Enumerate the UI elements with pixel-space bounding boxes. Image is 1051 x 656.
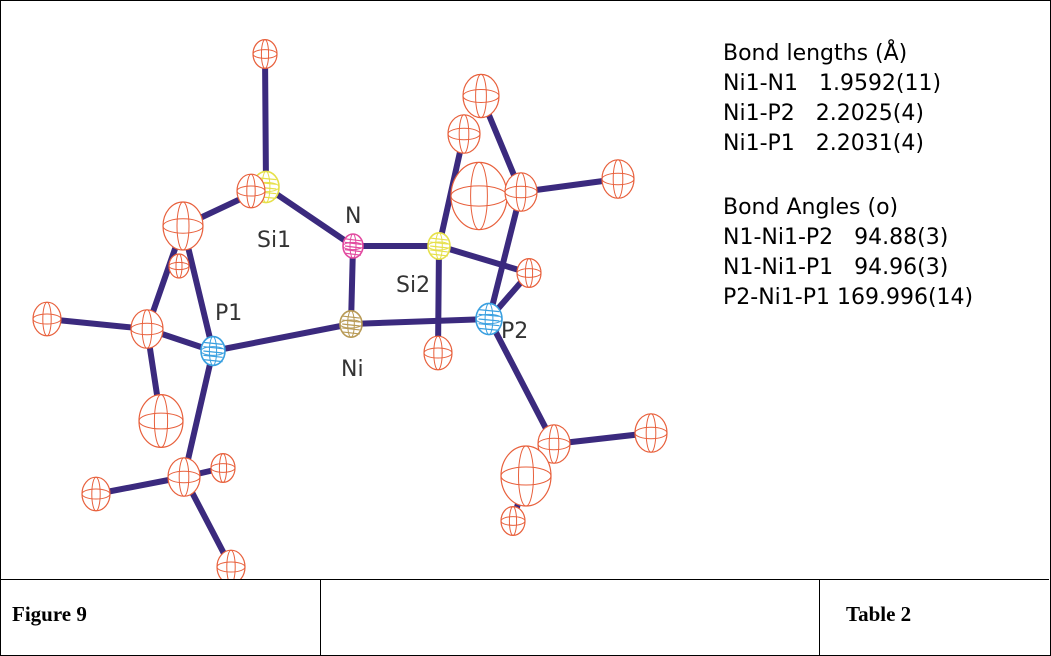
atom-c21 bbox=[500, 445, 552, 507]
atom-c17 bbox=[516, 258, 542, 289]
atom-c7 bbox=[138, 394, 184, 449]
atom-c12 bbox=[462, 73, 500, 119]
bond-si2-c17 bbox=[436, 243, 532, 276]
atom-label-ni: Ni bbox=[341, 357, 364, 382]
bond-length-row: Ni1-N1 1.9592(11) bbox=[723, 71, 942, 96]
bond-lengths-heading: Bond lengths (Å) bbox=[723, 41, 908, 66]
bond-ni-p1 bbox=[210, 321, 354, 354]
atom-c22 bbox=[500, 506, 526, 537]
bond-si2-c18 bbox=[435, 243, 442, 356]
atom-c8 bbox=[167, 457, 201, 497]
table-label: Table 2 bbox=[846, 602, 912, 626]
bond-si1-c1 bbox=[262, 51, 269, 190]
bond-p2-c15 bbox=[486, 189, 524, 322]
atom-c18 bbox=[423, 335, 453, 371]
atom-c15 bbox=[504, 172, 538, 212]
atom-label-si2: Si2 bbox=[396, 273, 430, 298]
atom-label-p1: P1 bbox=[215, 301, 242, 326]
atom-c11 bbox=[216, 549, 246, 579]
caption-row: Figure 9 Table 2 bbox=[0, 579, 1049, 656]
bond-p2-c19 bbox=[486, 316, 557, 447]
bond-data-table: Bond lengths (Å) Ni1-N1 1.9592(11) Ni1-P… bbox=[723, 39, 973, 313]
atom-p1 bbox=[200, 335, 226, 367]
atom-c3 bbox=[162, 201, 204, 251]
atom-layer bbox=[32, 38, 668, 579]
bond-length-row: Ni1-P2 2.2025(4) bbox=[723, 101, 924, 126]
molecular-structure-figure: Si1 N Si2 P1 P2 Ni Bond lengths (Å) Ni1-… bbox=[1, 1, 1050, 579]
table-caption-cell: Table 2 bbox=[820, 580, 1049, 656]
bond-angles-heading: Bond Angles (o) bbox=[723, 195, 899, 220]
atom-p2 bbox=[475, 302, 503, 336]
bond-angle-row: N1-Ni1-P2 94.88(3) bbox=[723, 225, 949, 250]
atom-c14 bbox=[450, 161, 508, 231]
atom-c13 bbox=[447, 114, 481, 154]
atom-si2 bbox=[427, 232, 451, 261]
atom-c19 bbox=[537, 424, 571, 464]
atom-label-p2: P2 bbox=[501, 319, 528, 344]
atom-label-si1: Si1 bbox=[257, 228, 291, 253]
bond-angle-row: N1-Ni1-P1 94.96(3) bbox=[723, 255, 949, 280]
atom-n bbox=[342, 233, 364, 259]
atom-c6 bbox=[32, 301, 62, 337]
atom-c10 bbox=[210, 453, 236, 484]
bond-si1-n bbox=[263, 184, 356, 249]
ortep-diagram: Si1 N Si2 P1 P2 Ni bbox=[32, 38, 668, 579]
atom-ni bbox=[339, 309, 363, 338]
atom-c4 bbox=[168, 253, 190, 279]
atom-c2 bbox=[236, 173, 266, 209]
atom-c9 bbox=[81, 476, 111, 512]
bond-p1-c8 bbox=[181, 348, 216, 480]
atom-c5 bbox=[130, 309, 164, 349]
bond-ni-p2 bbox=[348, 316, 492, 327]
middle-caption-cell bbox=[321, 580, 820, 656]
bond-angle-row: P2-Ni1-P1 169.996(14) bbox=[723, 285, 974, 310]
atom-c16 bbox=[601, 159, 635, 199]
atom-label-n: N bbox=[345, 204, 361, 229]
figure-label: Figure 9 bbox=[12, 602, 87, 626]
figure-caption-cell: Figure 9 bbox=[0, 580, 321, 656]
bond-length-row: Ni1-P1 2.2031(4) bbox=[723, 131, 924, 156]
atom-c20 bbox=[634, 413, 668, 453]
atom-c1 bbox=[252, 38, 278, 69]
bond-c5-c6 bbox=[44, 316, 150, 332]
